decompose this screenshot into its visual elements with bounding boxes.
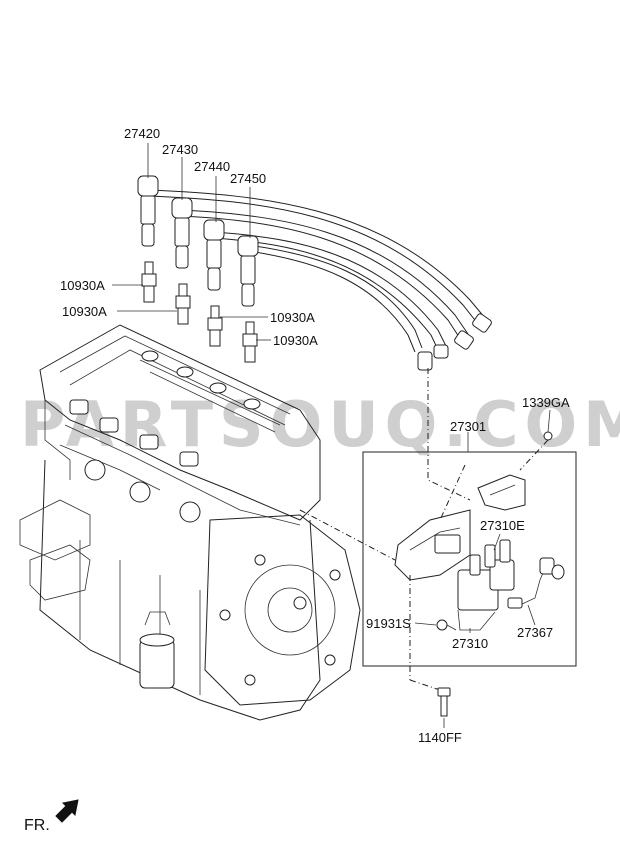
label-1339ga[interactable]: 1339GA <box>522 395 570 410</box>
engine-block <box>19 324 361 721</box>
spark-plug-2 <box>175 283 191 325</box>
label-wire-27450[interactable]: 27450 <box>230 171 266 186</box>
plug-boot-4 <box>237 235 259 307</box>
label-wire-27440[interactable]: 27440 <box>194 159 230 174</box>
label-27367[interactable]: 27367 <box>517 625 553 640</box>
label-plug-1[interactable]: 10930A <box>60 278 105 293</box>
label-27301[interactable]: 27301 <box>450 419 486 434</box>
label-wire-27420[interactable]: 27420 <box>124 126 160 141</box>
spark-plugs <box>141 261 258 363</box>
label-plug-3[interactable]: 10930A <box>270 310 315 325</box>
label-91931s[interactable]: 91931S <box>366 616 411 631</box>
label-1140ff[interactable]: 1140FF <box>418 730 462 745</box>
plug-boot-1 <box>137 175 159 247</box>
leader-lines <box>299 368 549 691</box>
coil-assembly-box <box>362 451 577 667</box>
spark-plug-3 <box>207 305 223 347</box>
front-label: FR. <box>24 817 50 834</box>
label-plug-4[interactable]: 10930A <box>273 333 318 348</box>
label-leaders <box>112 143 551 728</box>
spark-plug-1 <box>141 261 157 303</box>
plug-boot-3 <box>203 219 225 291</box>
spark-plug-4 <box>242 321 258 363</box>
bolt-1140ff <box>437 687 451 717</box>
coil-assembly-parts <box>394 431 565 631</box>
label-27310[interactable]: 27310 <box>452 636 488 651</box>
plug-boots <box>137 175 259 307</box>
front-arrow-icon <box>55 799 79 823</box>
label-wire-27430[interactable]: 27430 <box>162 142 198 157</box>
label-27310e[interactable]: 27310E <box>480 518 525 533</box>
plug-boot-2 <box>171 197 193 269</box>
ignition-wire-set <box>149 189 492 371</box>
label-plug-2[interactable]: 10930A <box>62 304 107 319</box>
